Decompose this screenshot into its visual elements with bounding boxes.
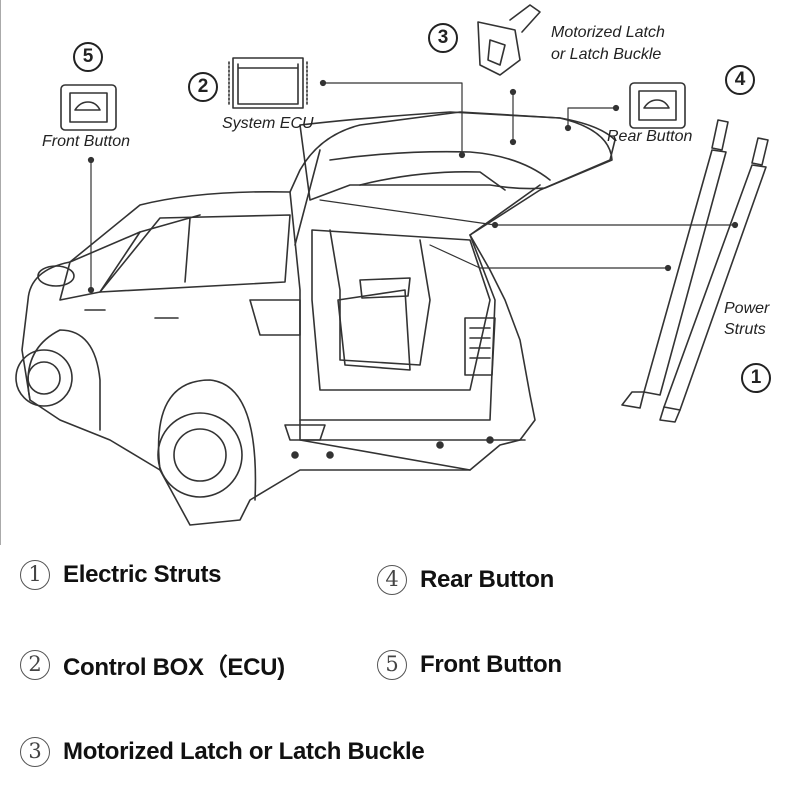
legend-number-3: 3 (20, 737, 50, 767)
legend-text: Control BOX（ECU) (63, 654, 285, 681)
leader-lines (87, 79, 739, 294)
latch-label-line2: or Latch Buckle (551, 46, 662, 63)
legend-text: Electric Struts (63, 561, 222, 588)
legend-item-latch: 3 Motorized Latch or Latch Buckle (20, 737, 425, 767)
system-ecu-label: System ECU (222, 115, 314, 132)
car-diagram (15, 4, 769, 526)
callout-number-3: 3 (428, 23, 458, 53)
callout-number-5: 5 (73, 42, 103, 72)
legend-number-2: 2 (20, 649, 50, 680)
legend-item-electric-struts: 1 Electric Struts (20, 560, 222, 590)
latch-label-line1: Motorized Latch (551, 24, 665, 41)
ecu-illustration (228, 57, 308, 109)
rear-button-illustration (629, 82, 686, 129)
legend-item-rear-button: 4 Rear Button (377, 565, 554, 595)
latch-illustration (477, 4, 541, 76)
power-struts-illustration (621, 119, 769, 423)
rear-button-label: Rear Button (607, 128, 693, 145)
legend-text: Motorized Latch or Latch Buckle (63, 738, 425, 765)
legend-number-5: 5 (377, 650, 407, 680)
struts-label-line1: Power (724, 300, 770, 317)
legend-item-control-box: 2 Control BOX（ECU) (20, 647, 285, 682)
callout-number-1: 1 (741, 363, 771, 393)
legend-number-1: 1 (20, 560, 50, 590)
image-border (0, 0, 1, 545)
struts-label-line2: Struts (724, 321, 766, 338)
legend-item-front-button: 5 Front Button (377, 650, 562, 680)
front-button-label: Front Button (42, 133, 131, 150)
callout-number-2: 2 (188, 72, 218, 102)
front-button-illustration (60, 84, 117, 131)
suv-illustration (15, 111, 616, 526)
legend-number-4: 4 (377, 565, 407, 595)
legend-text: Front Button (420, 651, 562, 678)
legend-text: Rear Button (420, 566, 555, 593)
callout-number-4: 4 (725, 65, 755, 95)
